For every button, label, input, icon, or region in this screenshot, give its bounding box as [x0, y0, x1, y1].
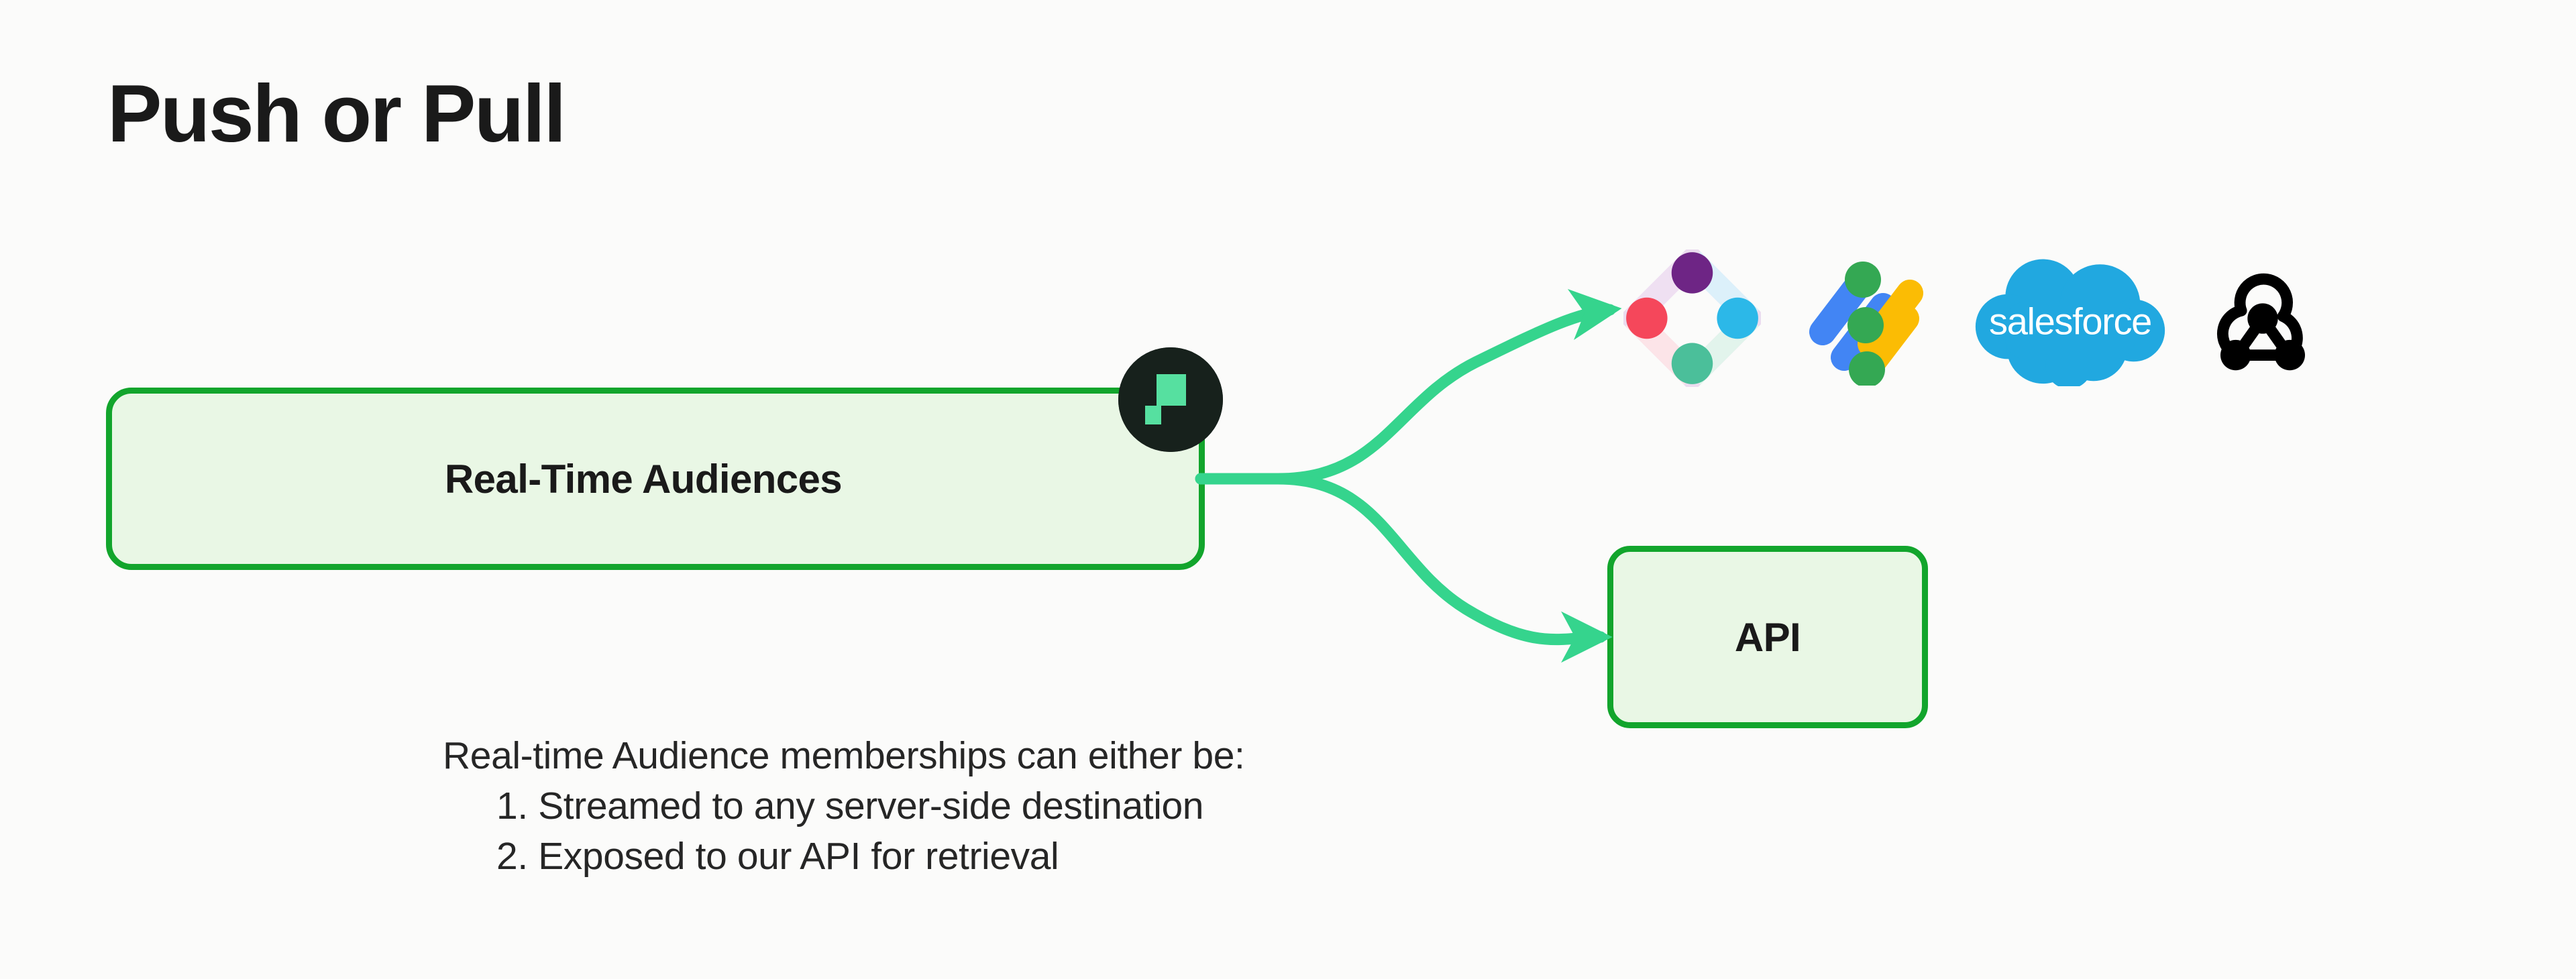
caption-heading: Real-time Audience memberships can eithe… [443, 734, 1245, 777]
node-api[interactable]: API [1607, 546, 1928, 728]
node-label-real-time-audiences: Real-Time Audiences [444, 456, 843, 502]
webhook-icon[interactable] [2206, 262, 2319, 378]
page-title: Push or Pull [107, 68, 566, 159]
caption-list-item-1: Streamed to any server-side destination [538, 785, 1204, 828]
destination-logo-row: salesforce [1617, 236, 2428, 404]
caption-block: Real-time Audience memberships can eithe… [443, 731, 1245, 882]
braze-logo-icon[interactable] [1617, 243, 1768, 394]
arrow-to-api [1195, 473, 1613, 663]
node-label-api: API [1734, 614, 1801, 660]
caption-list: Streamed to any server-side destination … [443, 781, 1244, 882]
salesforce-logo-icon[interactable]: salesforce [1973, 250, 2167, 390]
arrow-to-destinations [1195, 289, 1622, 485]
node-real-time-audiences[interactable]: Real-Time Audiences [106, 388, 1205, 570]
caption-list-item-2: Exposed to our API for retrieval [538, 835, 1059, 878]
salesforce-wordmark: salesforce [1989, 300, 2151, 343]
segment-logo-icon [1118, 347, 1223, 452]
google-ads-logo-icon[interactable] [1800, 251, 1934, 389]
